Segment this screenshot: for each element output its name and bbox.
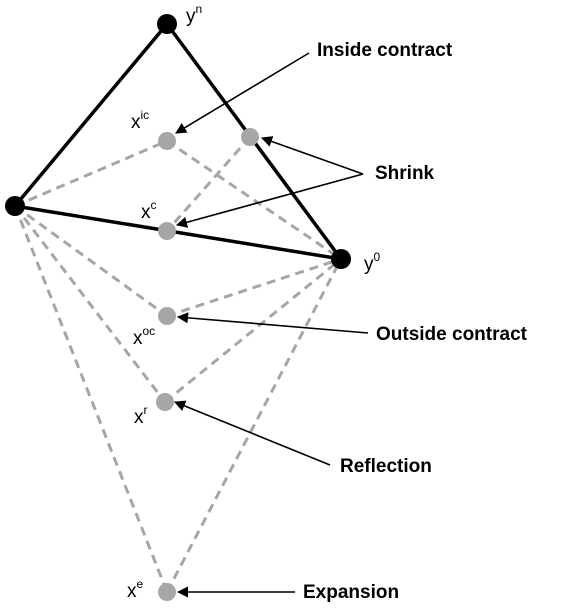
label-xr-base: x bbox=[134, 407, 144, 428]
vertex-yn bbox=[157, 14, 177, 34]
dashed-line-shrink-xc bbox=[165, 136, 252, 232]
callout-reflection: Reflection bbox=[340, 456, 432, 477]
callout-shrink: Shrink bbox=[375, 163, 435, 184]
arrow-shrink-lower bbox=[175, 173, 364, 228]
point-xr bbox=[156, 393, 174, 411]
arrow-shrink-upper bbox=[260, 136, 364, 175]
label-y0-sup: 0 bbox=[374, 250, 381, 264]
label-xoc-sup: oc bbox=[143, 324, 156, 338]
dashed-line-left-xic bbox=[14, 139, 168, 208]
label-xr-sup: r bbox=[144, 403, 148, 417]
callout-arrows bbox=[173, 52, 369, 598]
label-xic: xic bbox=[131, 108, 149, 133]
edge-left-y0 bbox=[14, 204, 342, 261]
label-xe-sup: e bbox=[137, 577, 144, 591]
callout-inside-contract: Inside contract bbox=[317, 40, 453, 61]
label-xc-sup: c bbox=[151, 198, 157, 212]
label-xe-base: x bbox=[127, 581, 137, 602]
arrow-reflection bbox=[173, 400, 331, 466]
label-xe: xe bbox=[127, 577, 144, 602]
dashed-line-xoc-y0 bbox=[166, 257, 342, 318]
vertex-y0 bbox=[331, 249, 351, 269]
candidate-lines bbox=[13, 136, 343, 593]
callout-outside-contract: Outside contract bbox=[376, 324, 528, 345]
point-xc bbox=[158, 222, 176, 240]
label-yn-base: y bbox=[186, 6, 196, 27]
point-xic bbox=[158, 132, 176, 150]
dashed-line-left-xoc bbox=[14, 204, 168, 318]
point-xoc bbox=[158, 307, 176, 325]
dashed-line-xic-y0 bbox=[166, 139, 342, 261]
dashed-line-left-xr bbox=[13, 205, 167, 403]
dashed-line-xe-y0 bbox=[165, 258, 343, 593]
point-xe bbox=[158, 583, 176, 601]
arrow-outside-contract bbox=[176, 312, 369, 334]
simplex-vertices bbox=[5, 14, 351, 269]
vertex-left bbox=[5, 196, 25, 216]
label-xic-base: x bbox=[131, 112, 141, 133]
label-y0: y0 bbox=[364, 250, 381, 275]
edge-left-yn bbox=[13, 22, 169, 208]
label-yn: yn bbox=[186, 2, 202, 27]
label-y0-base: y bbox=[364, 254, 374, 275]
simplex-edges bbox=[13, 22, 343, 261]
label-xr: xr bbox=[134, 403, 148, 428]
arrow-inside-contract bbox=[175, 52, 310, 134]
label-xc: xc bbox=[141, 198, 157, 223]
label-xc-base: x bbox=[141, 202, 151, 223]
candidate-points bbox=[156, 128, 259, 601]
label-xic-sup: ic bbox=[141, 108, 150, 122]
dashed-line-left-xe bbox=[13, 205, 169, 593]
dashed-line-xr-y0 bbox=[164, 257, 342, 404]
label-yn-sup: n bbox=[196, 2, 203, 16]
label-xoc-base: x bbox=[133, 328, 143, 349]
point-shrink bbox=[241, 128, 259, 146]
label-xoc: xoc bbox=[133, 324, 155, 349]
callout-expansion: Expansion bbox=[303, 582, 399, 603]
